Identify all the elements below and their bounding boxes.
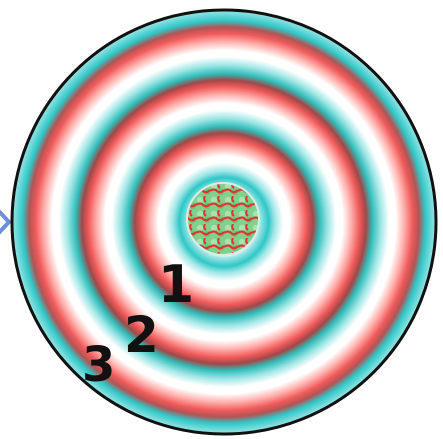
label-2: 2 — [124, 306, 159, 364]
arrow-fragment-icon — [0, 206, 9, 238]
label-1: 1 — [158, 255, 194, 315]
label-3: 3 — [82, 337, 115, 393]
